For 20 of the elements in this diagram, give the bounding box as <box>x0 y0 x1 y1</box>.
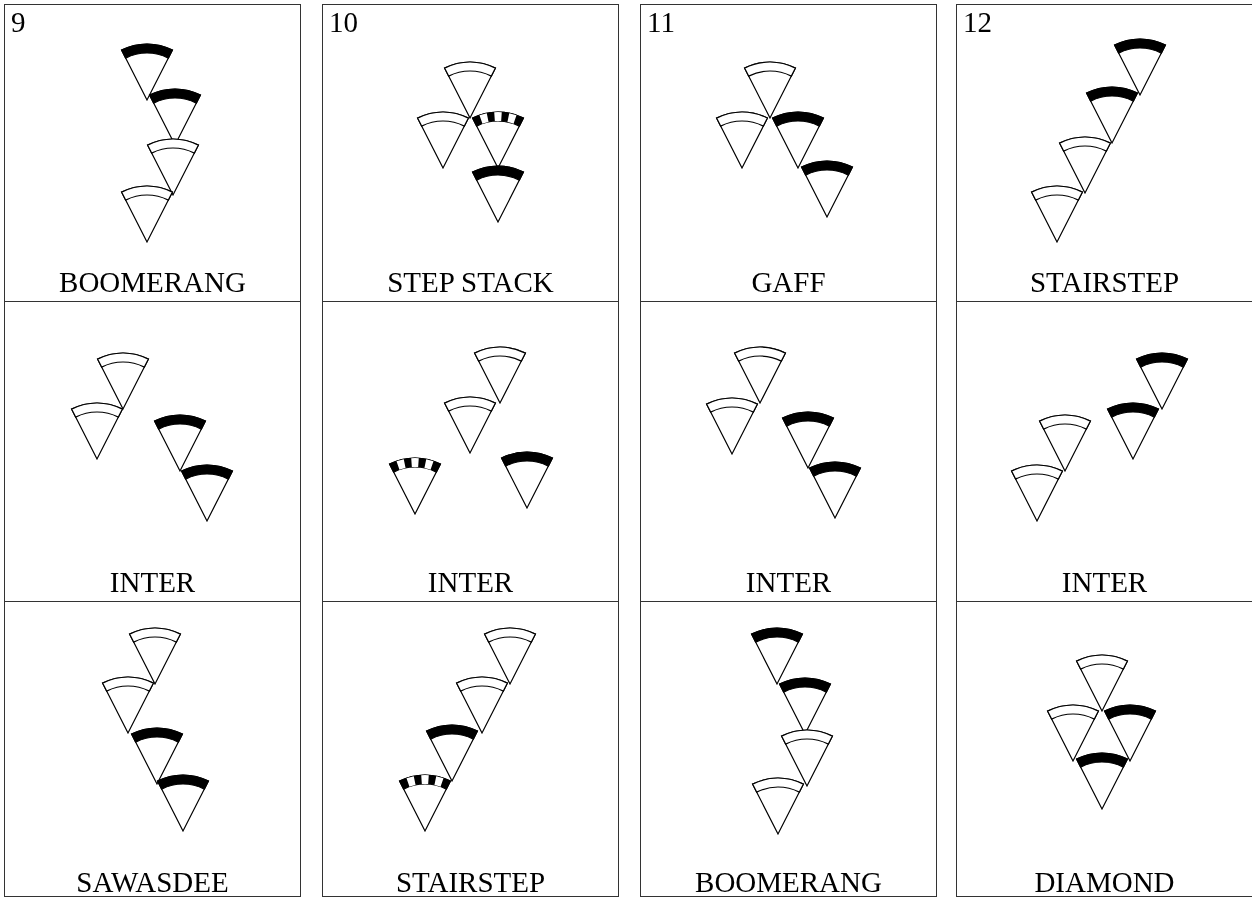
formation-name: INTER <box>745 565 832 599</box>
formation-name: INTER <box>427 565 514 599</box>
formation-name: STAIRSTEP <box>395 865 546 897</box>
panel-frame <box>640 4 937 897</box>
panel-frame <box>956 4 1252 897</box>
panel-number: 11 <box>647 5 675 39</box>
panel-number: 12 <box>963 5 992 39</box>
formation-name: SAWASDEE <box>76 865 229 897</box>
panel-number: 9 <box>11 5 26 39</box>
formation-name: INTER <box>109 565 196 599</box>
formation-name: BOOMERANG <box>59 265 246 299</box>
formation-name: INTER <box>1061 565 1148 599</box>
formation-name: STAIRSTEP <box>1029 265 1180 299</box>
panel-frame <box>322 4 619 897</box>
panel-frame <box>4 4 301 897</box>
formation-name: BOOMERANG <box>695 865 882 897</box>
panel-number: 10 <box>329 5 358 39</box>
formation-name: STEP STACK <box>387 265 554 299</box>
formation-name: GAFF <box>751 265 826 299</box>
formation-name: DIAMOND <box>1034 865 1175 897</box>
